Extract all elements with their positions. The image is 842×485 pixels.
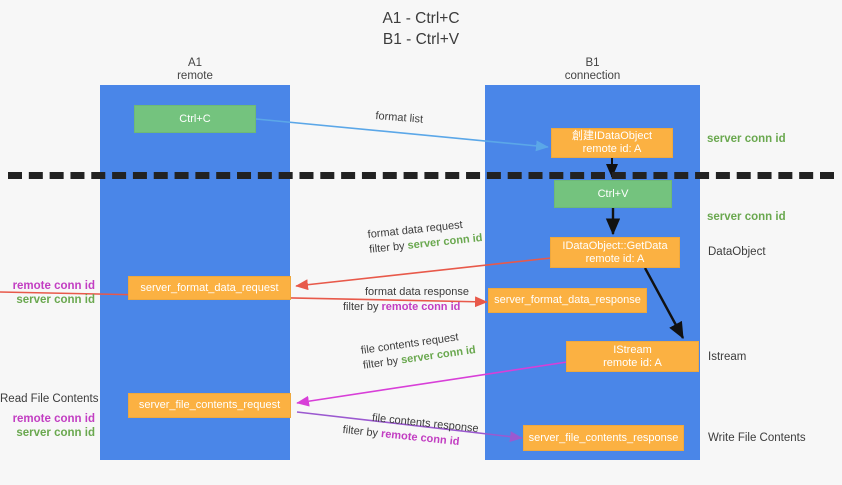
edge-format-data-request <box>295 257 552 291</box>
edge-label-format-data-response-text: format data response <box>365 286 469 298</box>
node-ctrl-v-label: Ctrl+V <box>597 187 629 200</box>
node-istream[interactable]: IStream remote id: A <box>566 341 699 372</box>
node-server-format-data-response[interactable]: server_format_data_response <box>488 288 647 313</box>
node-idataobject-getdata-sublabel: remote id: A <box>585 252 645 265</box>
edge-getdata-to-istream <box>643 267 685 340</box>
node-ctrl-c[interactable]: Ctrl+C <box>134 105 256 133</box>
filter-prefix: filter by <box>362 354 403 372</box>
node-server-format-data-request-label: server_format_data_request <box>140 281 279 294</box>
edge-label-format-list-text: format list <box>374 109 424 126</box>
label-remote-conn-id-2: remote conn id <box>12 413 95 425</box>
node-server-file-contents-response[interactable]: server_file_contents_response <box>523 425 684 451</box>
label-server-conn-id-top: server conn id <box>707 133 786 145</box>
node-server-file-contents-request[interactable]: server_file_contents_request <box>128 393 291 418</box>
label-group-format-conn-ids: remote conn id server conn id <box>0 279 95 307</box>
edge-file-contents-response <box>296 411 523 443</box>
lane-header-a1: A1 remote <box>100 57 290 83</box>
phase-divider <box>8 172 834 179</box>
filter-prefix: filter by <box>343 301 382 313</box>
label-istream: Istream <box>708 351 747 363</box>
node-server-format-data-response-label: server_format_data_response <box>494 294 641 306</box>
label-server-conn-id-1: server conn id <box>16 294 95 306</box>
node-idataobject-getdata-label: IDataObject::GetData <box>562 239 668 252</box>
node-istream-sublabel: remote id: A <box>603 356 662 369</box>
node-server-format-data-request[interactable]: server_format_data_request <box>128 276 291 300</box>
label-write-file-contents: Write File Contents <box>708 432 806 444</box>
edge-file-contents-request <box>296 361 568 407</box>
node-ctrl-c-label: Ctrl+C <box>179 112 211 125</box>
lane-header-b1-name: B1 <box>585 57 600 69</box>
label-dataobject: DataObject <box>708 246 766 258</box>
lane-header-a1-name: A1 <box>187 57 203 69</box>
filter-prefix: filter by <box>368 239 409 256</box>
node-ctrl-v[interactable]: Ctrl+V <box>554 180 672 208</box>
label-server-conn-id-mid: server conn id <box>707 211 786 223</box>
label-remote-conn-id-1: remote conn id <box>12 280 95 292</box>
node-istream-label: IStream <box>613 343 652 356</box>
edge-label-format-data-response-filter: filter by remote conn id <box>337 300 469 315</box>
filter-prefix: filter by <box>342 423 382 440</box>
filter-value: remote conn id <box>381 301 461 313</box>
label-read-file-contents-title: Read File Contents <box>0 393 99 405</box>
label-server-conn-id-2: server conn id <box>16 427 95 439</box>
node-create-idataobject-label: 創建IDataObject <box>571 130 653 142</box>
edge-label-format-data-response: format data response filter by remote co… <box>337 285 469 315</box>
lane-header-b1-sub: connection <box>564 70 621 82</box>
label-group-file-conn-ids: remote conn id server conn id <box>0 412 95 440</box>
node-idataobject-getdata[interactable]: IDataObject::GetData remote id: A <box>550 237 680 268</box>
label-read-file-contents: Read File Contents <box>0 392 99 406</box>
node-server-file-contents-request-label: server_file_contents_request <box>138 399 281 411</box>
node-create-idataobject-sublabel: remote id: A <box>582 143 642 155</box>
edge-format-list <box>255 118 549 152</box>
node-create-idataobject[interactable]: 創建IDataObject remote id: A <box>551 128 673 158</box>
lane-header-b1: B1 connection <box>485 57 700 83</box>
lane-header-a1-sub: remote <box>177 70 213 82</box>
node-server-file-contents-response-label: server_file_contents_response <box>528 431 679 444</box>
page-title: A1 - Ctrl+C B1 - Ctrl+V <box>382 10 460 48</box>
